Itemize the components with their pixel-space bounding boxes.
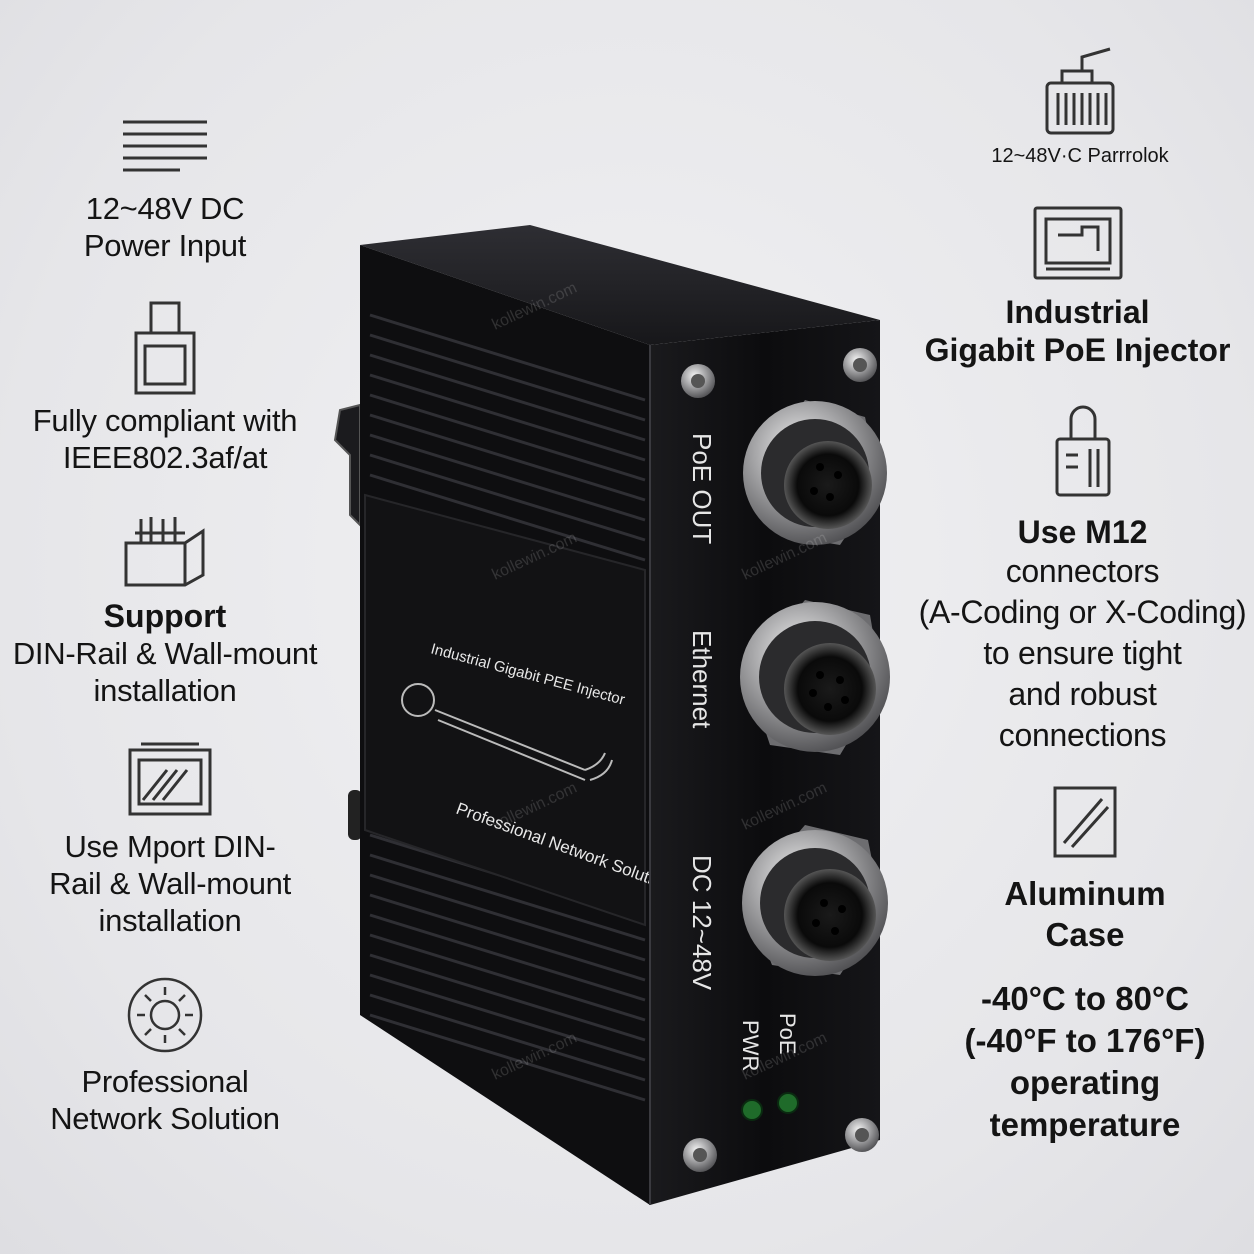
screw — [683, 1138, 717, 1172]
feature-din-rail-support: Support DIN-Rail & Wall-mount installati… — [0, 515, 330, 709]
port-label-poe-out: PoE OUT — [687, 433, 717, 544]
feature-text-line: 12~48V DC — [85, 191, 245, 226]
feature-text-line: Professional — [81, 1064, 249, 1099]
feature-text-line: IEEE802.3af/at — [62, 440, 268, 475]
m12-connector-ethernet[interactable] — [740, 600, 890, 755]
feature-heading: Aluminum — [1004, 875, 1166, 912]
feature-ieee-compliance: Fully compliant with IEEE802.3af/at — [5, 300, 325, 476]
feature-text-line: connectors — [1005, 553, 1160, 589]
feature-power-input: 12~48V DC Power Input — [40, 118, 290, 264]
feature-text-line: 12~48V·C Parrrolok — [991, 145, 1169, 167]
feature-heading: Use M12 — [1017, 514, 1148, 550]
lock-icon — [1055, 405, 1110, 497]
port-label-ethernet: Ethernet — [687, 630, 717, 729]
pwr-led — [741, 1099, 763, 1121]
feature-professional-solution: Professional Network Solution — [30, 975, 300, 1137]
feature-heading: Support — [103, 598, 227, 634]
poe-led — [777, 1092, 799, 1114]
din-rail-bracket-icon — [124, 517, 205, 587]
led-label-poe: PoE — [775, 1013, 800, 1055]
m12-connector-dc-input[interactable] — [742, 825, 888, 976]
feature-text-line: DIN-Rail & Wall-mount — [12, 636, 318, 671]
screw — [845, 1118, 879, 1152]
poe-injector-device: Industrial Gigabit PEE Injector Professi… — [333, 225, 890, 1205]
feature-heading: (-40°F to 176°F) — [964, 1022, 1206, 1059]
feature-heading: Industrial — [1005, 294, 1150, 330]
feature-parrolok: 12~48V·C Parrrolok — [960, 45, 1200, 169]
feature-text-line: Power Input — [83, 228, 247, 263]
connector-icon — [1045, 47, 1115, 135]
feature-text-line: Use Mport DIN- — [64, 829, 276, 864]
feature-text-line: to ensure tight — [983, 635, 1182, 671]
port-label-dc: DC 12~48V — [687, 855, 717, 991]
m12-connector-poe-out[interactable] — [743, 400, 887, 545]
feature-wall-mount: Use Mport DIN- Rail & Wall-mount install… — [20, 742, 320, 939]
lines-icon — [123, 120, 207, 172]
wall-mount-icon — [128, 742, 212, 816]
sun-icon — [127, 977, 203, 1053]
feature-text-line: Fully compliant with — [32, 403, 298, 438]
feature-text-line: and robust — [1008, 676, 1157, 712]
aluminum-panel-icon — [1053, 786, 1117, 858]
feature-heading: Case — [1045, 916, 1125, 953]
feature-heading: operating — [1009, 1064, 1161, 1101]
feature-heading: Gigabit PoE Injector — [924, 332, 1231, 368]
feature-text-line: installation — [98, 903, 242, 938]
feature-industrial-gigabit: Industrial Gigabit PoE Injector — [915, 205, 1240, 369]
feature-text-line: Network Solution — [50, 1101, 280, 1136]
feature-aluminum-case: Aluminum Case — [960, 785, 1210, 955]
feature-m12-connectors: Use M12 connectors (A-Coding or X-Coding… — [915, 405, 1250, 756]
screw — [843, 348, 877, 382]
plug-icon — [134, 301, 196, 395]
screw — [681, 364, 715, 398]
feature-text-line: installation — [93, 673, 237, 708]
injector-box-icon — [1033, 206, 1122, 280]
led-label-pwr: PWR — [738, 1020, 763, 1071]
feature-heading: temperature — [989, 1106, 1181, 1143]
feature-operating-temperature: -40°C to 80°C (-40°F to 176°F) operating… — [940, 978, 1230, 1146]
label-connector-drawing — [401, 683, 613, 781]
feature-heading: -40°C to 80°C — [981, 980, 1189, 1017]
feature-text-line: Rail & Wall-mount — [49, 866, 291, 901]
feature-text-line: (A-Coding or X-Coding) — [918, 594, 1247, 630]
feature-text-line: connections — [998, 717, 1167, 753]
